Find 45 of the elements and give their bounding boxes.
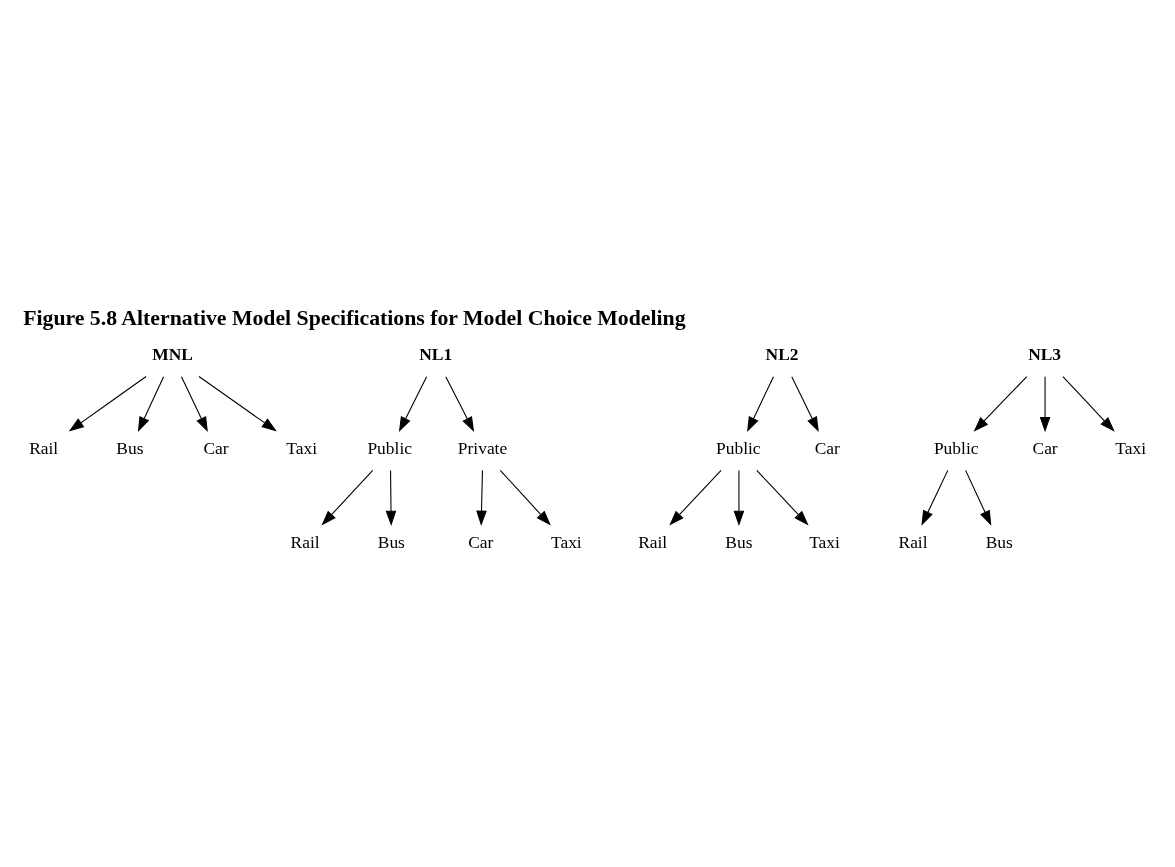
arrow	[733, 469, 745, 526]
node-text: Car	[468, 531, 494, 552]
arrow	[180, 375, 208, 432]
arrow	[445, 375, 475, 432]
node-text: Public	[367, 437, 412, 458]
node-text: Private	[457, 437, 508, 458]
node-text: Rail	[290, 531, 320, 552]
arrow	[973, 375, 1028, 432]
node-text: Bus	[985, 531, 1013, 552]
node-text: Rail	[638, 531, 668, 552]
arrow	[137, 375, 165, 432]
node-text: NL2	[765, 343, 799, 364]
node-text: MNL	[152, 343, 193, 364]
arrow	[756, 469, 809, 525]
arrow	[965, 469, 992, 526]
node-text: Bus	[725, 531, 753, 552]
node-text: Car	[1032, 437, 1058, 458]
node-text: Rail	[29, 437, 59, 458]
arrow	[398, 375, 428, 432]
arrow	[68, 375, 147, 431]
node-text: Rail	[898, 531, 928, 552]
node-text: Car	[203, 437, 229, 458]
node-text: Car	[814, 437, 840, 458]
arrow	[921, 469, 949, 526]
node-text: Bus	[116, 437, 144, 458]
arrow	[791, 375, 819, 432]
node-text: NL1	[419, 343, 453, 364]
arrow	[1062, 375, 1115, 432]
arrow	[669, 469, 722, 525]
arrow	[198, 375, 277, 431]
node-text: Taxi	[286, 437, 317, 458]
arrow	[747, 375, 775, 432]
arrow	[385, 469, 397, 526]
node-text: Taxi	[1115, 437, 1147, 458]
arrow	[476, 469, 487, 526]
arrow	[499, 469, 551, 526]
arrow	[321, 469, 374, 525]
node-text: NL3	[1028, 343, 1062, 364]
node-text: Public	[933, 437, 979, 458]
node-text: Taxi	[551, 531, 582, 552]
node-text: Taxi	[809, 531, 840, 552]
arrow	[1039, 375, 1051, 432]
node-text: Public	[716, 437, 761, 458]
diagram-title: Figure 5.8 Alternative Model Specifications for Model Choice Modeling	[23, 305, 686, 330]
node-text: Bus	[377, 531, 405, 552]
